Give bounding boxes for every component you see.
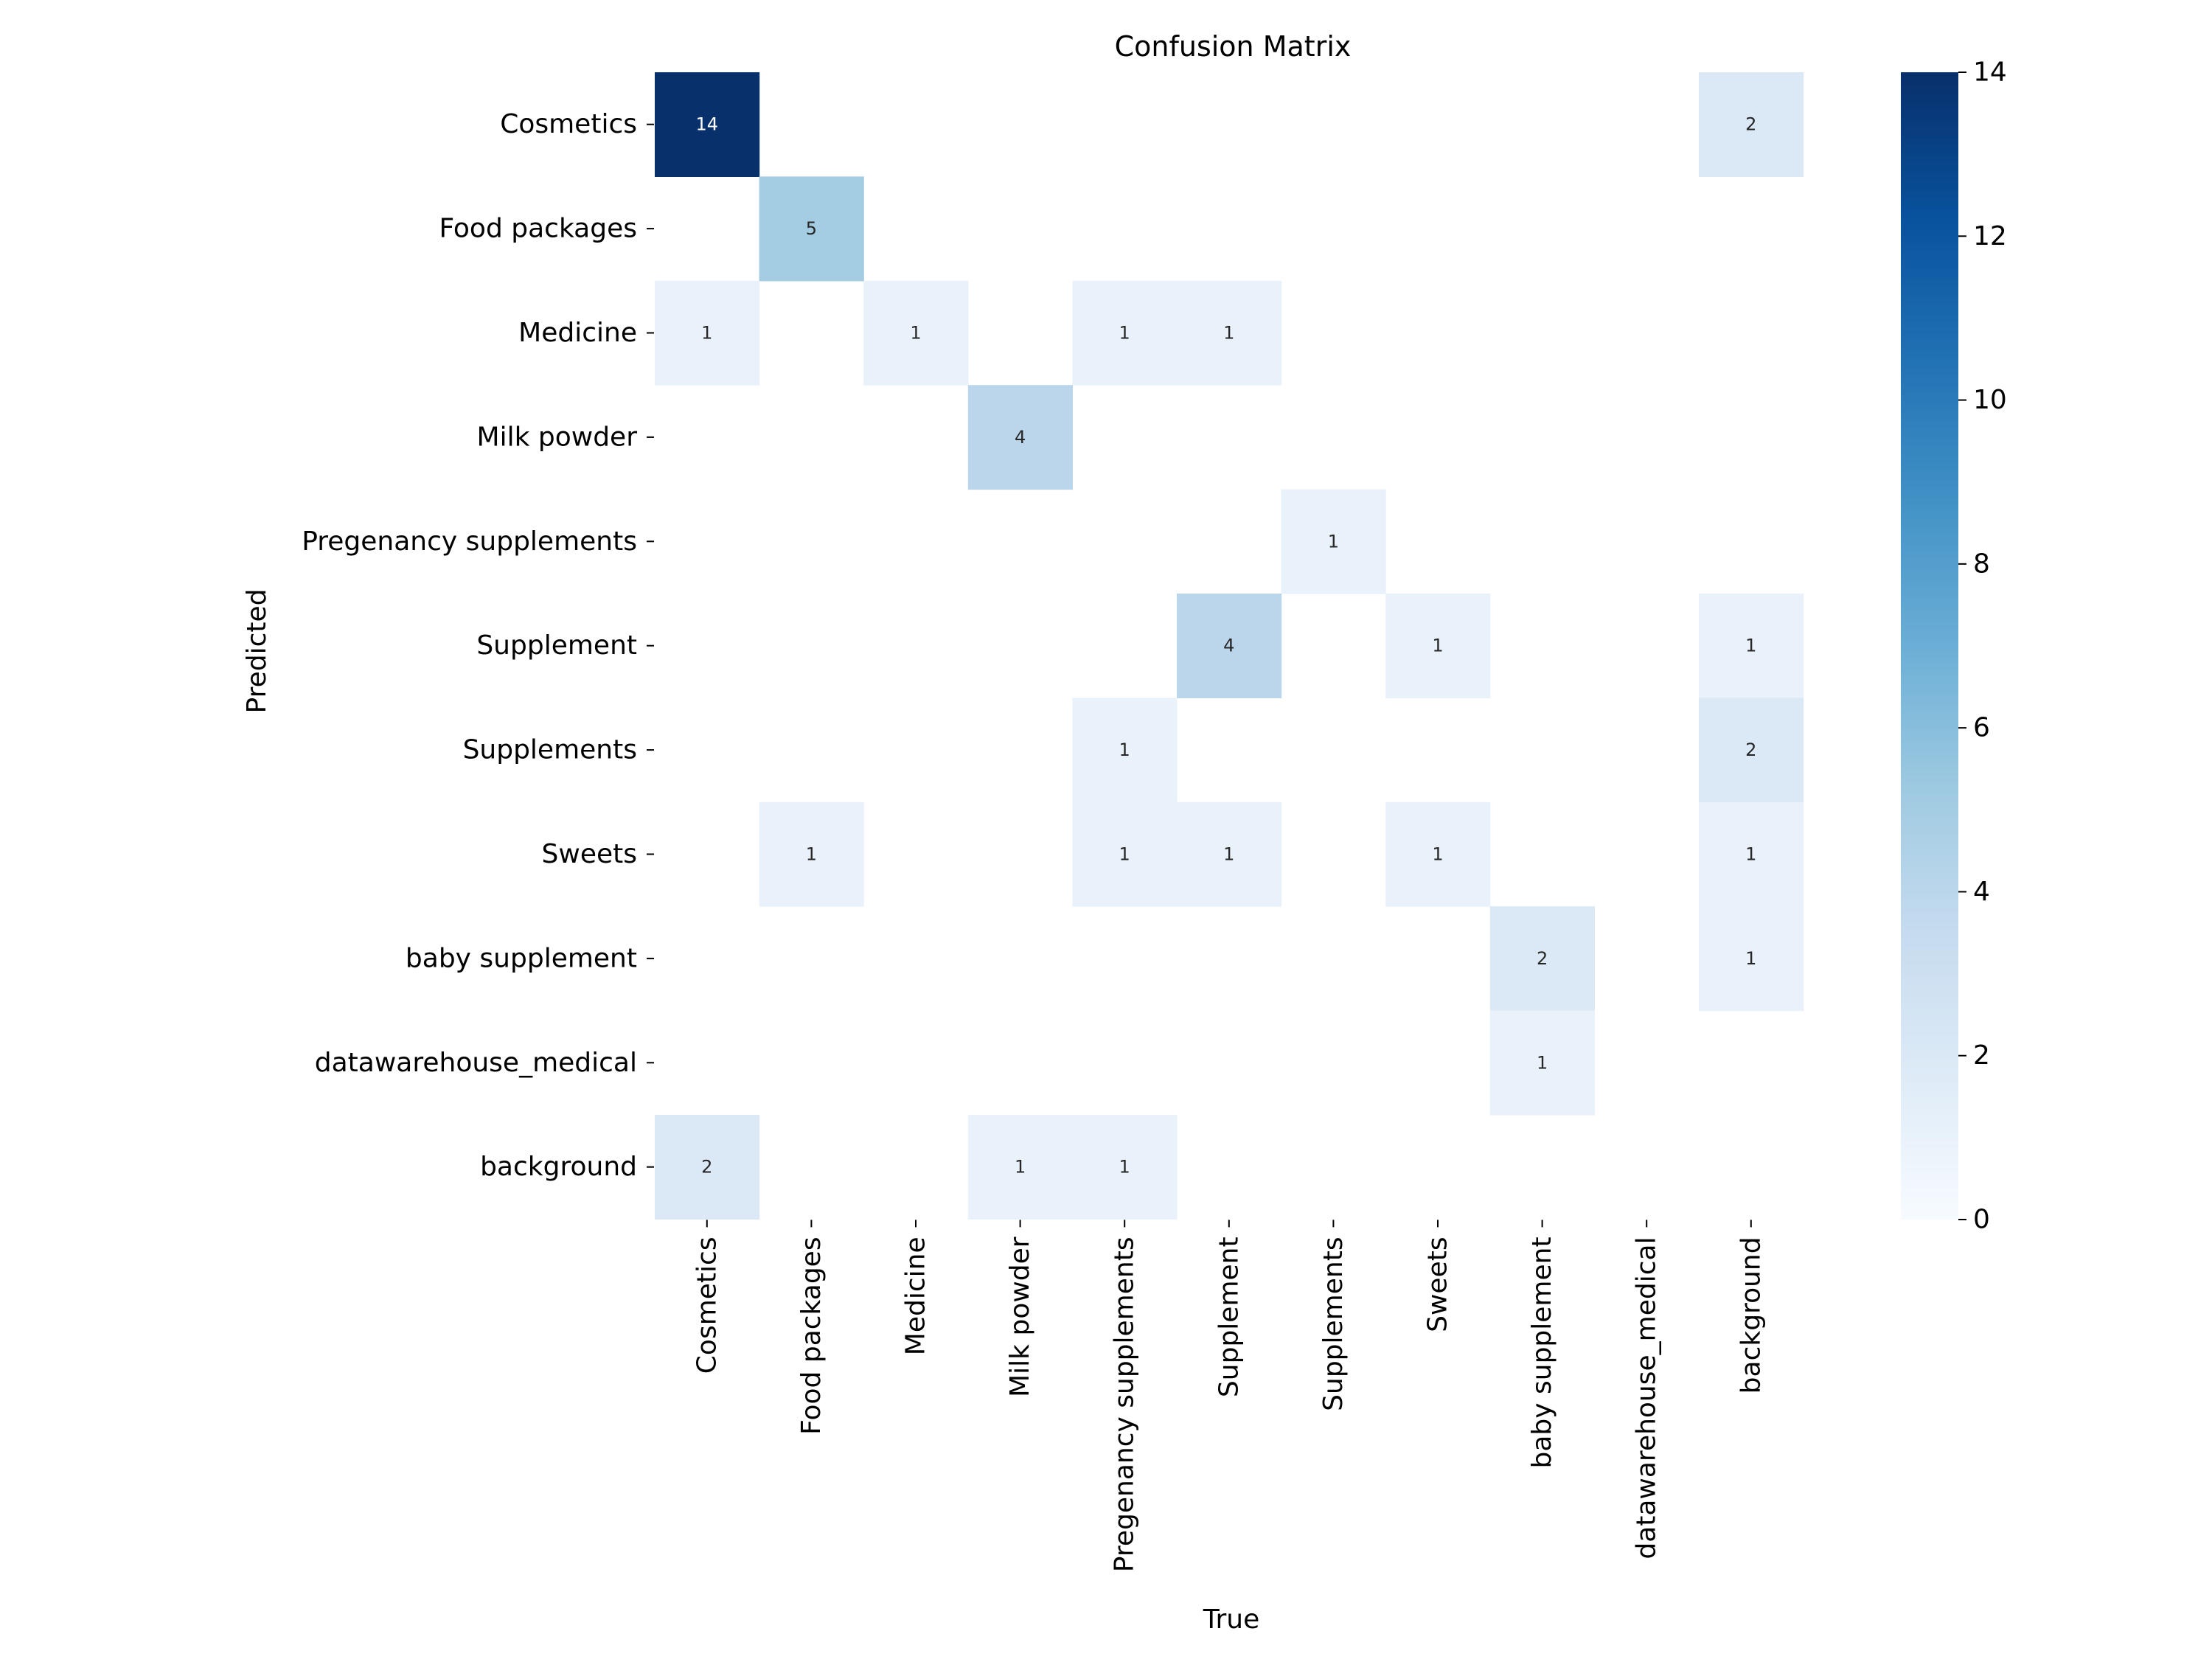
colorbar-tick-label: 2 [1973,1040,1990,1071]
cell-value-label: 1 [1328,531,1339,552]
heatmap-cell [1385,801,1491,907]
y-tick-label: Milk powder [477,422,638,452]
chart-title: Confusion Matrix [1115,30,1352,63]
heatmap-cell [1177,280,1282,386]
cell-value-label: 1 [1015,1157,1026,1178]
cell-value-label: 1 [1745,636,1756,656]
x-tick-label: Supplement [1214,1237,1244,1397]
heatmap-cell [967,385,1073,490]
colorbar-tick-label: 14 [1973,58,2007,88]
x-tick-label: baby supplement [1527,1237,1557,1468]
colorbar-tick-label: 10 [1973,385,2007,415]
y-tick-label: Supplements [463,735,637,765]
heatmap-cell [655,1115,760,1220]
cell-value-label: 1 [1745,844,1756,865]
heatmap-cell [967,1115,1073,1220]
cell-value-label: 1 [1432,844,1443,865]
x-tick-label: background [1736,1237,1766,1394]
x-axis: Cosmetics Food packages Medicine Milk powde… [692,1220,1766,1572]
x-tick-label: Milk powder [1005,1237,1035,1397]
cell-value-label: 1 [910,323,921,344]
y-tick-label: Pregenancy supplements [302,526,637,557]
colorbar-tick-label: 0 [1973,1205,1990,1235]
y-tick-label: Food packages [439,214,637,244]
heatmap-cell [1699,594,1804,698]
colorbar-tick-label: 12 [1973,221,2007,251]
heatmap-cell [655,280,760,386]
heatmap-cell [1489,906,1595,1012]
x-tick-label: Pregenancy supplements [1110,1237,1140,1572]
cell-value-label: 1 [1537,1052,1548,1073]
y-tick-label: background [480,1152,637,1182]
y-tick-label: Supplement [476,630,637,661]
heatmap-cell [759,801,864,907]
heatmap-cell [1072,698,1178,803]
y-tick-label: Medicine [518,318,637,348]
cell-value-label: 4 [1223,636,1234,656]
cell-value-label: 1 [701,323,712,344]
colorbar-tick-label: 8 [1973,549,1990,579]
cell-value-label: 2 [1745,740,1756,760]
heatmap-cell [1385,594,1491,698]
heatmap-cell [1072,280,1178,386]
y-tick-label: datawarehouse_medical [315,1048,637,1078]
x-tick-label: Supplements [1318,1237,1349,1411]
colorbar-tick-label: 6 [1973,713,1990,743]
x-tick-label: Food packages [796,1237,827,1435]
cell-value-label: 1 [1223,844,1234,865]
cell-value-label: 1 [1119,740,1130,760]
cell-value-label: 1 [1119,1157,1130,1178]
colorbar-gradient [1901,72,1958,1220]
cell-value-label: 5 [806,218,817,239]
y-tick-label: Sweets [542,839,637,869]
cell-value-label: 1 [1119,323,1130,344]
cell-value-label: 1 [1223,323,1234,344]
x-tick-label: Medicine [901,1237,931,1355]
cell-value-label: 4 [1015,427,1026,448]
y-tick-label: Cosmetics [500,109,637,139]
heatmap-cell [1699,801,1804,907]
heatmap-cell [1699,906,1804,1012]
cell-value-label: 2 [701,1157,712,1178]
heatmap-cell [863,280,969,386]
heatmap-cell [1177,801,1282,907]
cell-value-label: 1 [1432,636,1443,656]
heatmap-cell [759,176,864,282]
x-tick-label: Sweets [1423,1237,1453,1332]
cell-value-label: 1 [806,844,817,865]
heatmap-cell [1072,1115,1178,1220]
cell-value-label: 14 [696,114,719,135]
heatmap-cell [1072,801,1178,907]
colorbar-tick-label: 4 [1973,877,1990,907]
heatmap-cell [655,72,760,177]
x-tick-label: datawarehouse_medical [1632,1237,1662,1559]
x-axis-title: True [1203,1604,1259,1635]
cell-value-label: 2 [1537,948,1548,969]
cell-value-label: 1 [1745,948,1756,969]
y-tick-label: baby supplement [406,943,637,973]
cell-value-label: 2 [1745,114,1756,135]
heatmap-cell [1699,698,1804,803]
x-tick-label: Cosmetics [692,1237,722,1374]
heatmap-cell [1489,1010,1595,1116]
heatmap-cell [1281,489,1386,594]
heatmap-cell [1177,594,1282,698]
cell-value-label: 1 [1119,844,1130,865]
heatmap-cell [1699,72,1804,177]
colorbar: 0 2 4 6 8 10 12 14 [1901,58,2007,1235]
y-axis-title: Predicted [242,589,272,714]
